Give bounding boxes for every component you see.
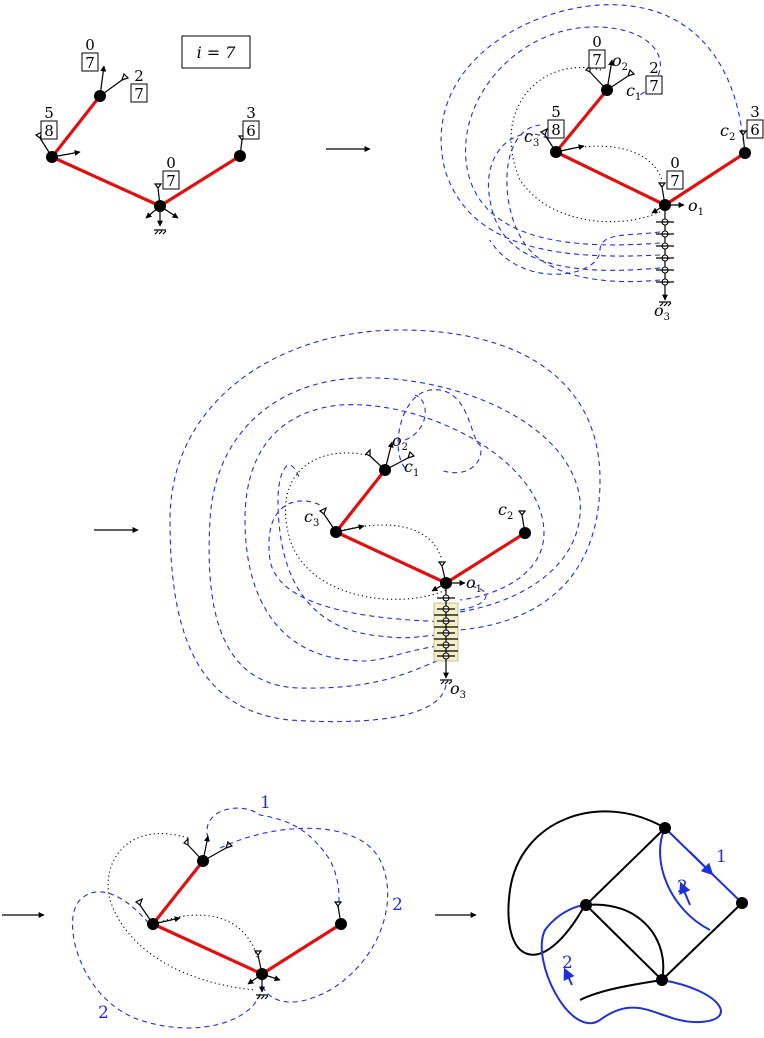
p5-edge-label-2b: 2 [562,953,573,973]
svg-text:2: 2 [649,59,659,77]
panel-4-simplified: 1 2 2 [72,793,403,1029]
svg-text:c1: c1 [626,81,641,103]
panel-2-expanded-tree: 0 7 2 7 5 8 3 6 0 7 o2 c1 c3 c2 o1 o3 [440,4,764,323]
svg-text:c1: c1 [404,457,419,479]
panel-3-chain-highlight: o2 c1 c3 c2 o1 o3 [169,329,601,723]
p4-face-label-1: 1 [260,793,271,813]
svg-text:7: 7 [649,77,659,95]
svg-text:c2: c2 [498,500,513,522]
svg-text:5: 5 [551,103,561,121]
svg-text:2: 2 [134,67,144,85]
iteration-label: i = 7 [197,43,237,62]
p4-face-label-2b: 2 [98,1003,109,1023]
p2-chain [656,218,674,286]
svg-text:o1: o1 [688,196,704,218]
svg-text:7: 7 [85,54,95,72]
p5-edge-label-1: 1 [716,847,727,867]
svg-text:7: 7 [166,172,176,190]
svg-text:c2: c2 [720,121,735,143]
svg-text:6: 6 [246,122,256,140]
p1-label-top: 0 [85,36,95,54]
svg-text:o2: o2 [392,431,408,453]
svg-text:8: 8 [551,121,561,139]
p4-face-label-2a: 2 [392,895,403,915]
svg-text:7: 7 [134,85,144,103]
svg-text:8: 8 [44,122,54,140]
svg-text:7: 7 [670,172,680,190]
svg-text:7: 7 [592,51,602,69]
svg-text:0: 0 [166,154,176,172]
svg-text:o1: o1 [466,573,482,595]
svg-text:o2: o2 [612,51,628,73]
svg-text:c3: c3 [524,127,539,149]
p5-edge-label-2a: 2 [677,877,688,897]
svg-text:0: 0 [592,33,602,51]
svg-text:c3: c3 [304,507,319,529]
panel-1-initial-tree: i = 7 0 7 2 7 5 8 3 6 0 7 [34,35,260,235]
svg-text:o3: o3 [450,679,466,701]
iteration-box [181,35,251,69]
svg-text:0: 0 [670,154,680,172]
svg-text:3: 3 [246,104,256,122]
svg-text:o3: o3 [654,301,670,323]
svg-text:6: 6 [750,121,760,139]
svg-text:5: 5 [44,104,54,122]
panel-5-final-graph: 1 2 2 [507,810,748,1024]
svg-text:3: 3 [750,103,760,121]
